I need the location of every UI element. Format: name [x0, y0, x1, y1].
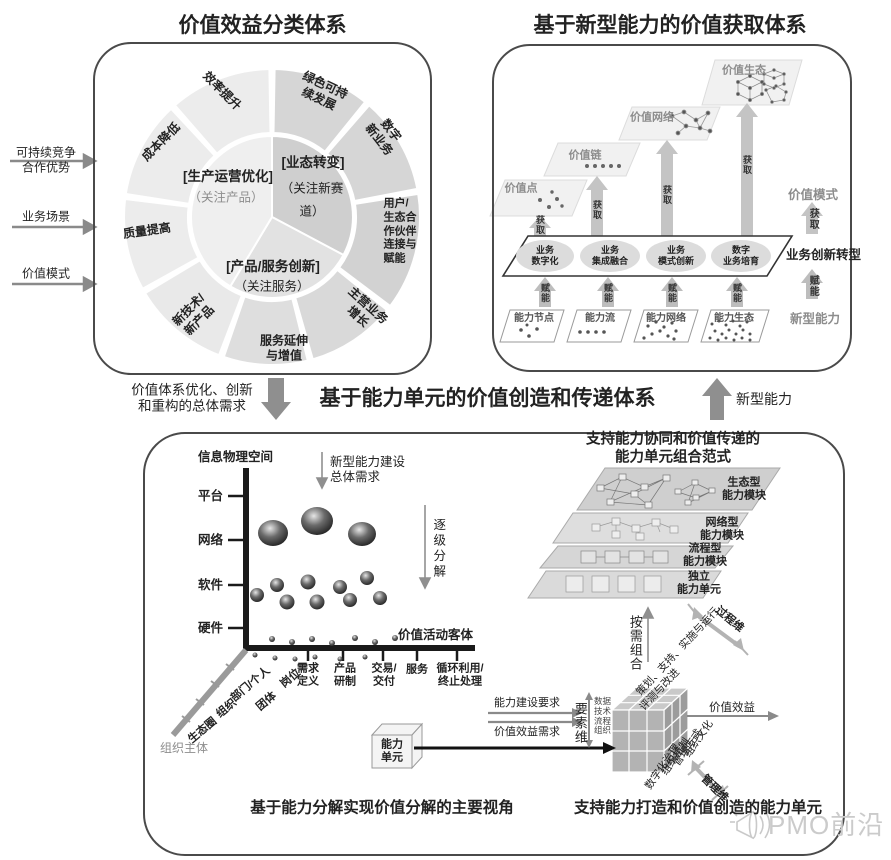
x-tick-service: 服务 — [406, 663, 428, 676]
unit-box-label: 能力 单元 — [381, 738, 403, 764]
sector-production-sub: （关注产品） — [188, 190, 264, 205]
x-tick-demand: 需求 定义 — [297, 662, 319, 688]
acquisition-panel — [492, 44, 852, 372]
stack-layer-label-network: 网络型 能力模块 — [700, 516, 744, 542]
z-axis-title: 组织主体 — [160, 741, 209, 755]
cap-tile-label-network: 能力网络 — [646, 312, 686, 324]
input-arrows — [10, 152, 98, 293]
stack-layer-label-eco: 生态型 能力模块 — [722, 476, 766, 502]
sector-innovation-name: [产品/服务创新] — [226, 258, 320, 274]
new-capability-label: 新型能力 — [790, 312, 841, 326]
y-axis-title: 信息物理空间 — [198, 450, 274, 464]
x-tick-develop: 产品 研制 — [334, 662, 356, 688]
y-tick-hardware: 硬件 — [198, 621, 224, 635]
unit-box — [370, 722, 424, 770]
creation-panel — [143, 432, 845, 856]
decompose-side-note: 逐级分解 — [431, 518, 446, 580]
stack-layer-label-independent: 独立 能力单元 — [677, 570, 721, 596]
stack-layer-label-process: 流程型 能力模块 — [683, 542, 727, 568]
enable-arrows — [534, 269, 823, 307]
acquire-label-2: 获取 — [591, 200, 602, 220]
oval-label-integrate: 业务 集成融合 — [591, 245, 628, 266]
level-label-point: 价值点 — [504, 182, 538, 195]
input-label-scenario: 业务场景 — [21, 209, 70, 224]
enable-label-right: 赋能 — [807, 275, 819, 297]
note-arrows — [315, 452, 655, 662]
cube-output-value: 价值效益 — [709, 702, 755, 714]
acquire-label-4: 获取 — [741, 155, 752, 175]
level-label-ecosystem: 价值生态 — [722, 64, 766, 77]
enable-label-4: 赋能 — [731, 283, 742, 303]
cube-input-capability: 能力建设要求 — [494, 697, 560, 709]
cube-input-value: 价值效益需求 — [494, 726, 560, 738]
y-tick-platform: 平台 — [198, 489, 224, 503]
sector-transform-sub: （关注新赛 道） — [280, 181, 344, 219]
banner-title: 基于能力单元的价值创造和传递体系 — [319, 387, 656, 410]
cps-axes — [170, 468, 475, 737]
value-network-graphic — [669, 109, 713, 136]
value-donut-chart — [123, 67, 421, 366]
sector-production-name: [生产运营优化] — [183, 168, 273, 184]
enable-label-2: 赋能 — [602, 283, 613, 303]
classification-panel — [93, 42, 432, 375]
value-mode-label: 价值模式 — [788, 188, 839, 202]
element-axis-items: 数据 技术 流程 组织 — [594, 696, 612, 736]
element-axis-label: 要素维 — [572, 702, 588, 744]
input-label-valuemode: 价值模式 — [21, 266, 70, 281]
business-band — [501, 235, 794, 277]
acquire-label-3: 获取 — [661, 185, 672, 205]
cap-tile-label-eco: 能力生态 — [714, 312, 754, 324]
value-level-dot-graphics — [538, 164, 621, 209]
enable-label-3: 赋能 — [666, 283, 677, 303]
oval-label-digitize: 业务 数字化 — [531, 245, 559, 266]
capability-tile-dots — [519, 319, 752, 342]
oval-label-cultivate: 数字 业务培育 — [722, 245, 759, 266]
banner-arrows — [261, 378, 732, 420]
sector-innovation-sub: （关注服务） — [234, 279, 310, 294]
enable-label-1: 赋能 — [539, 283, 550, 303]
cap-tile-label-node: 能力节点 — [514, 312, 554, 324]
sector-transform-name: [业态转变] — [281, 154, 345, 170]
ring-label-user-eco: 用户/ 生态合 作伙伴 连接与 赋能 — [383, 197, 417, 265]
classification-title: 价值效益分类体系 — [178, 14, 347, 37]
cube-caption: 支持能力打造和价值创造的能力单元 — [573, 799, 822, 817]
cap-tile-label-flow: 能力流 — [585, 312, 615, 324]
capability-spheres — [250, 507, 398, 662]
stack-layer-graphics — [565, 473, 716, 593]
banner-left-note: 价值体系优化、创新 和重构的总体需求 — [131, 382, 253, 414]
decompose-top-note: 新型能力建设 总体需求 — [330, 455, 406, 485]
value-eco-graphic — [736, 68, 788, 104]
level-label-chain: 价值链 — [568, 149, 602, 162]
watermark-text: PMO前沿 — [768, 810, 885, 840]
x-tick-trade: 交易/ 交付 — [371, 662, 397, 688]
x-axis-title: 价值活动客体 — [398, 628, 474, 642]
y-tick-software: 软件 — [198, 578, 224, 592]
capability-tiles — [499, 309, 770, 343]
acquire-label-1: 获取 — [534, 215, 545, 235]
banner-right-note: 新型能力 — [736, 391, 792, 407]
input-label-sustainable: 可持续竞争 合作优势 — [15, 145, 76, 174]
level-label-network: 价值网络 — [630, 111, 674, 124]
ring-label-service-ext: 服务延伸 与增值 — [259, 333, 309, 362]
capability-cube — [610, 686, 690, 774]
y-tick-network: 网络 — [198, 533, 224, 547]
decompose-caption: 基于能力分解实现价值分解的主要视角 — [250, 799, 514, 817]
cube-arrows — [414, 603, 779, 801]
oval-label-model-innovate: 业务 模式创新 — [657, 245, 694, 266]
acquire-arrows — [529, 103, 823, 236]
acquire-label-right: 获取 — [807, 208, 819, 230]
x-tick-recycle: 循环利用/ 终止处理 — [436, 662, 484, 688]
acquisition-title: 基于新型能力的价值获取体系 — [533, 14, 807, 37]
business-transform-label: 业务创新转型 — [786, 248, 862, 262]
stack-title: 支持能力协同和价值传递的 能力单元组合范式 — [586, 431, 760, 465]
megaphone-icon — [730, 810, 771, 840]
combine-note: 按需组合 — [627, 615, 643, 671]
